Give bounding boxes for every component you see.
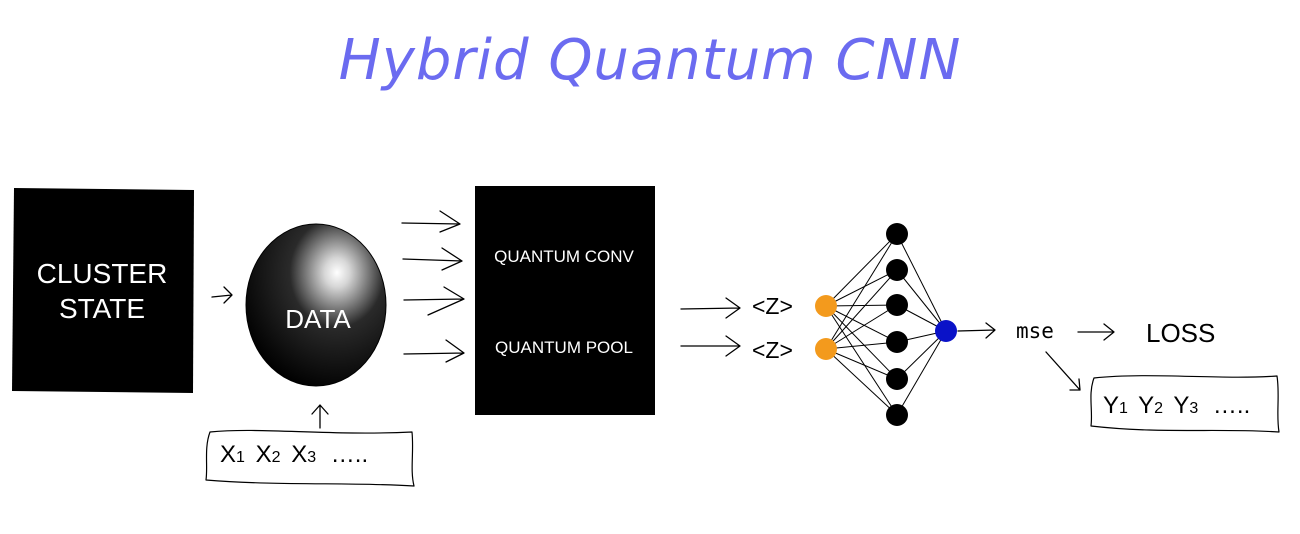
- arrow-output-to-mse: [957, 322, 996, 339]
- targets-label: Y1 Y2 Y3 …..: [1103, 392, 1250, 419]
- hidden-node: [886, 294, 908, 316]
- targets-box: Y1 Y2 Y3 …..: [1090, 375, 1280, 433]
- nn-edge: [896, 330, 947, 416]
- nn-edge: [825, 348, 898, 416]
- hidden-node: [886, 259, 908, 281]
- input-x2: X: [256, 441, 272, 468]
- nn-edge: [825, 269, 898, 307]
- input-x1: X: [220, 441, 236, 468]
- arrows-data-to-quantum: [401, 210, 465, 363]
- nn-edge: [825, 305, 898, 380]
- quantum-layers-box: QUANTUM CONV QUANTUM POOL: [475, 186, 655, 415]
- nn-edge: [825, 233, 898, 307]
- arrow-mse-to-loss: [1077, 323, 1115, 341]
- nn-edge: [896, 330, 947, 380]
- hidden-node: [886, 331, 908, 353]
- nn-edge: [825, 305, 898, 416]
- target-y3-subscript: 3: [1189, 400, 1198, 417]
- cluster-state-label-line1: CLUSTER: [37, 258, 168, 289]
- nn-edge: [896, 233, 947, 332]
- data-sphere: DATA: [245, 223, 387, 387]
- nn-edge: [825, 233, 898, 350]
- target-y2-subscript: 2: [1154, 400, 1163, 417]
- arrow-inputs-to-data: [311, 404, 329, 429]
- quantum-conv-label: QUANTUM CONV: [494, 247, 634, 266]
- measurement-label-2: <Z>: [752, 337, 793, 363]
- target-ellipsis: …..: [1213, 392, 1250, 419]
- input-ellipsis: …..: [331, 441, 368, 468]
- hidden-layer: [886, 223, 908, 426]
- inputs-box: X1 X2 X3 …..: [205, 429, 415, 487]
- nn-edge: [896, 269, 947, 332]
- target-y3: Y: [1173, 392, 1189, 419]
- inputs-label: X1 X2 X3 …..: [220, 441, 368, 468]
- input-x1-subscript: 1: [236, 449, 245, 466]
- input-x3: X: [291, 441, 307, 468]
- nn-edge: [825, 304, 898, 350]
- nn-edge: [825, 305, 898, 343]
- arrow-cluster-to-data: [211, 286, 233, 304]
- nn-connections: [825, 233, 947, 416]
- nn-edge: [825, 348, 898, 380]
- arrow-to-measurement-1: [680, 297, 741, 319]
- target-y1: Y: [1103, 392, 1119, 419]
- diagram-title: Hybrid Quantum CNN: [338, 28, 962, 93]
- target-y1-subscript: 1: [1119, 400, 1128, 417]
- nn-edge: [825, 341, 898, 350]
- input-x2-subscript: 2: [272, 449, 281, 466]
- arrow-to-measurement-2: [680, 335, 741, 357]
- mse-label: mse: [1016, 319, 1054, 343]
- nn-edge: [825, 269, 898, 350]
- hidden-node: [886, 368, 908, 390]
- output-node: [935, 320, 957, 342]
- input-x3-subscript: 3: [307, 449, 316, 466]
- loss-label: LOSS: [1146, 318, 1215, 348]
- data-sphere-label: DATA: [285, 304, 351, 334]
- cluster-state-label-line2: STATE: [59, 293, 145, 324]
- target-y2: Y: [1138, 392, 1154, 419]
- nn-edge: [825, 304, 898, 307]
- hidden-node: [886, 223, 908, 245]
- quantum-pool-label: QUANTUM POOL: [495, 338, 633, 357]
- hidden-node: [886, 404, 908, 426]
- cluster-state-box: CLUSTER STATE: [12, 188, 194, 393]
- measurement-node-1: [815, 295, 837, 317]
- measurement-label-1: <Z>: [752, 293, 793, 319]
- measurement-node-2: [815, 338, 837, 360]
- arrow-targets-to-mse: [1045, 351, 1081, 391]
